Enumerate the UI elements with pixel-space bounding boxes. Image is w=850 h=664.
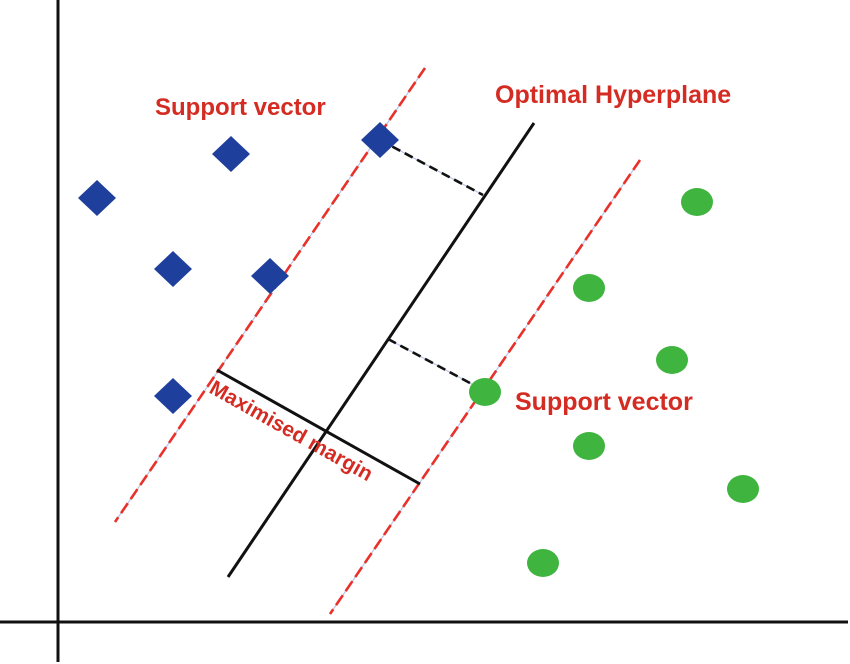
optimal-hyperplane-line xyxy=(226,122,536,578)
support-distance-top xyxy=(379,138,484,197)
class-b-points xyxy=(469,188,759,577)
support-vector-label-top: Support vector xyxy=(155,94,326,121)
class-a-points xyxy=(78,122,399,414)
class-b-point xyxy=(681,188,713,216)
class-b-point xyxy=(573,432,605,460)
class-a-point-support-vector xyxy=(251,258,289,294)
maximised-margin-line xyxy=(216,368,421,486)
class-a-point xyxy=(154,378,192,414)
class-b-point-support-vector xyxy=(469,378,501,406)
class-a-point xyxy=(212,136,250,172)
class-b-point xyxy=(656,346,688,374)
class-b-point xyxy=(573,274,605,302)
support-distance-bottom xyxy=(387,337,484,392)
class-b-point xyxy=(727,475,759,503)
class-a-point-support-vector xyxy=(361,122,399,158)
class-a-point xyxy=(78,180,116,216)
optimal-hyperplane-label: Optimal Hyperplane xyxy=(495,81,731,109)
class-a-point xyxy=(154,251,192,287)
class-b-point xyxy=(527,549,559,577)
support-vector-label-bottom: Support vector xyxy=(515,388,693,416)
